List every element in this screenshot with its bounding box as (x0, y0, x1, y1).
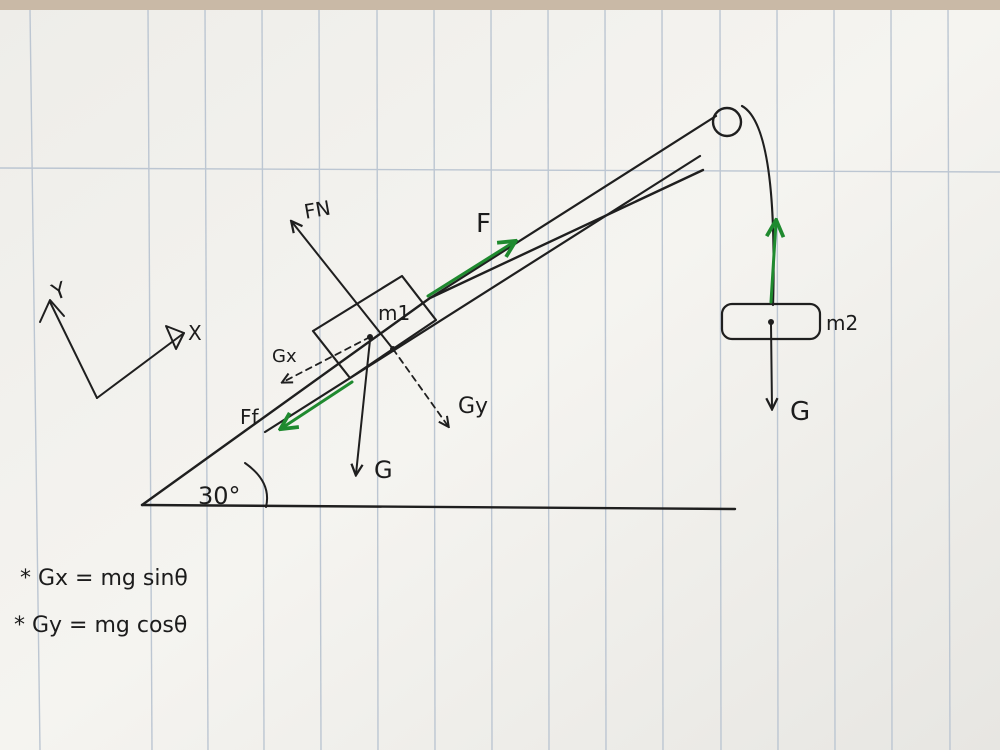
m1-label: m1 (378, 301, 410, 325)
gy-arrow (392, 348, 448, 426)
gravity-m2-arrow (771, 323, 772, 408)
ruling-lines (29, 9, 951, 750)
note-gx: * Gx = mg sinθ (20, 566, 188, 591)
margin-line (0, 167, 1000, 173)
ground-line (140, 503, 737, 511)
note-gy: * Gy = mg cosθ (14, 613, 187, 638)
normal-force-arrow (292, 222, 394, 350)
pull-force-label: F (476, 209, 491, 239)
paper-sheet (0, 8, 1000, 750)
rope-segment (263, 154, 702, 434)
gravity-m1-arrow (356, 339, 371, 474)
pull-force-arrow (426, 242, 514, 298)
angle-label: 30° (198, 482, 241, 510)
gy-label: Gy (458, 394, 488, 419)
friction-arrow (282, 380, 354, 428)
table-edge (0, 0, 1000, 10)
tension-m2-arrow (771, 222, 776, 304)
x-axis-label: X (188, 321, 202, 345)
angle-arc (244, 462, 268, 508)
gx-arrow (283, 336, 371, 382)
pulley (711, 106, 743, 138)
m2-label: m2 (826, 311, 858, 335)
gravity-m2-label: G (790, 397, 810, 427)
gravity-m1-label: G (374, 456, 393, 484)
normal-force-label: FN (302, 196, 332, 224)
gx-label: Gx (272, 346, 297, 367)
rope-upper (428, 114, 718, 300)
friction-label: Ff (240, 405, 260, 429)
